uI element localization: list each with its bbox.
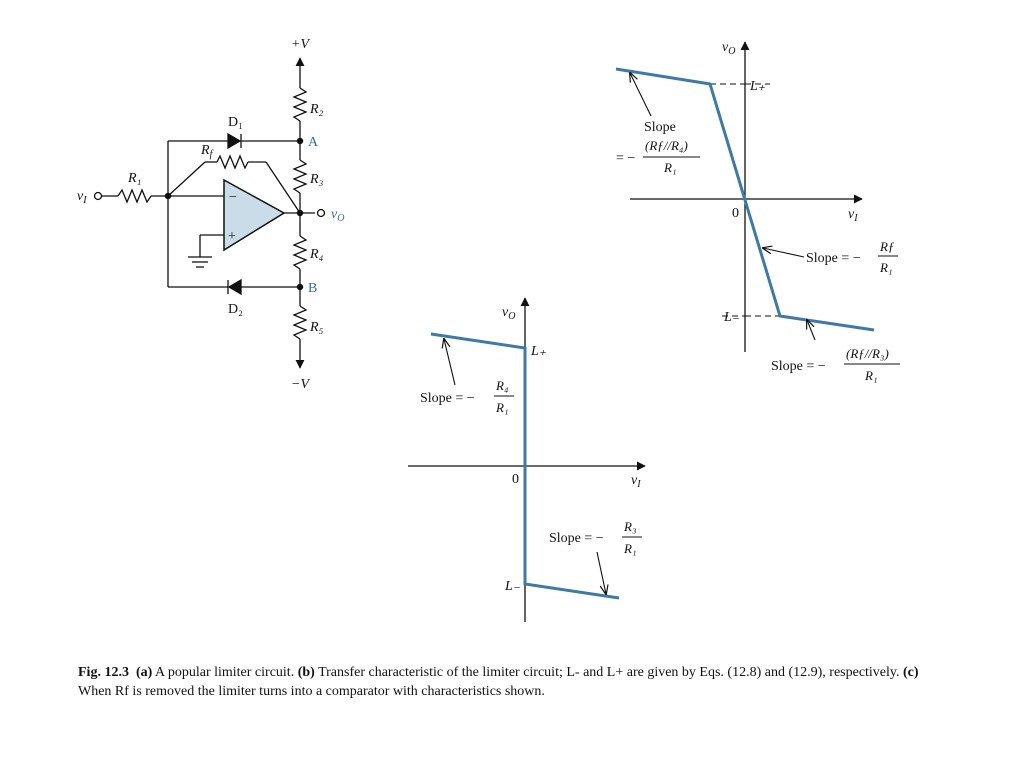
r1-label: R₁ [127,171,141,186]
r3-resistor [292,159,308,194]
r1-resistor [117,188,152,204]
caption-fig-number: Fig. 12.3 [78,665,129,680]
caption-a-text: A popular limiter circuit. [152,665,298,680]
b-l-plus-label: L₊ [749,79,766,94]
b-slope-bot-num: (Rƒ//R₃) [846,346,889,361]
input-terminal [93,191,103,201]
b-slope-mid-den: R₁ [879,260,892,275]
output-label: vO [331,207,344,224]
caption-a-tag: (a) [135,665,153,680]
r5-label: R₅ [309,320,324,335]
caption-b-tag: (b) [297,665,315,680]
d2-diode [227,278,242,296]
d1-label: D₁ [228,115,243,130]
rf-label: Rf [200,143,214,160]
b-y-axis-label: vO [722,40,735,57]
rf-resistor [216,154,249,170]
opamp-minus: − [229,190,237,205]
b-slope-top-arrow [630,73,652,117]
r4-resistor [292,235,308,270]
r4-label: R₄ [309,247,324,262]
limiter-circuit [93,57,326,369]
c-slope-left-arrow [444,339,456,386]
b-slope-mid-arrow [763,248,805,258]
c-slope-right-arrow [596,551,606,594]
plus-v-label: +V [291,37,310,52]
caption-c-tag: (c) [903,665,919,680]
transfer-characteristic-b: vO vI 0 L₊ L₋ Slope = − (Rƒ//R₄) R₁ Slop… [615,40,900,383]
r2-label: R₂ [309,102,324,117]
c-slope-right-den: R₁ [623,541,636,556]
figure-caption: Fig. 12.3 (a) A popular limiter circuit.… [78,663,938,701]
b-transfer-curve [615,67,875,332]
b-slope-mid-label: Slope = − [806,251,861,266]
b-x-axis-label: vI [848,207,858,224]
b-l-minus-label: L₋ [723,310,740,325]
r5-resistor [292,305,308,340]
b-origin: 0 [732,206,739,221]
caption-c-text: When Rf is removed the limiter turns int… [78,684,545,699]
c-slope-right-num: R₃ [623,519,636,534]
circuit-labels: +V −V R₂ R₃ R₄ R₅ R₁ Rf D₁ D₂ A B vI vO … [77,37,344,392]
b-slope-mid-num: Rƒ [879,239,894,254]
c-y-axis-label: vO [502,305,515,322]
opamp-plus: + [228,229,236,244]
node-a-label: A [308,135,319,150]
c-origin: 0 [512,472,519,487]
comparator-characteristic-c: vO vI 0 L₊ L₋ Slope = − R₄ R₁ Slope = − … [408,297,646,622]
d2-label: D₂ [228,302,243,317]
node-b-label: B [308,281,317,296]
opamp-triangle [223,178,286,252]
input-label: vI [77,189,87,206]
caption-b-text: Transfer characteristic of the limiter c… [314,665,904,680]
b-slope-bot-label: Slope = − [771,359,826,374]
c-slope-left-num: R₄ [495,378,509,393]
b-slope-top-num: (Rƒ//R₄) [645,138,688,153]
b-slope-top-eq: = − [616,151,635,166]
d1-diode [227,132,242,150]
c-transfer-curve [430,332,620,600]
r2-resistor [292,87,308,122]
c-slope-left-den: R₁ [495,400,508,415]
minus-v-label: −V [291,377,310,392]
output-terminal [316,208,326,218]
c-slope-right-label: Slope = − [549,531,604,546]
r3-label: R₃ [309,172,324,187]
b-slope-bot-arrow [807,320,816,341]
c-l-plus-label: L₊ [530,344,547,359]
b-slope-top-den: R₁ [663,160,676,175]
c-l-minus-label: L₋ [504,579,521,594]
c-slope-left-label: Slope = − [420,391,475,406]
b-slope-top-word: Slope [644,120,676,135]
b-slope-bot-den: R₁ [864,368,877,383]
c-x-axis-label: vI [631,473,641,490]
